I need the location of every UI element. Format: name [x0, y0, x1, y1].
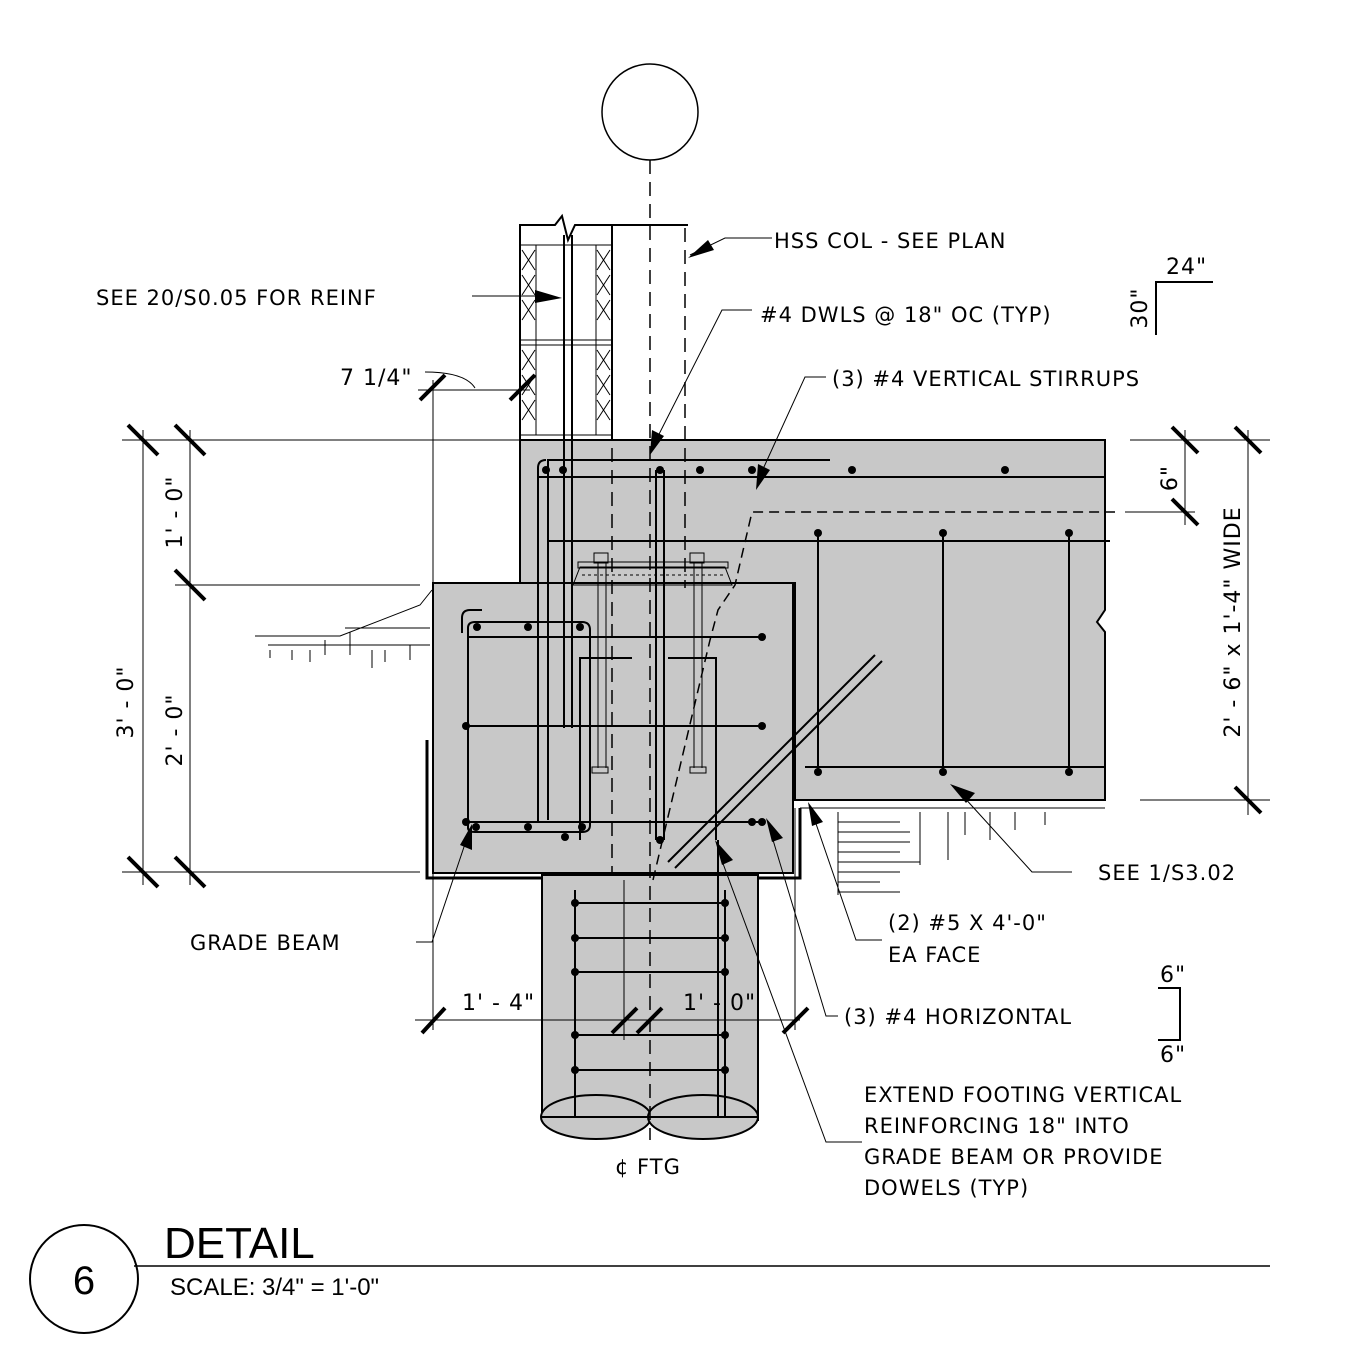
dim-right-width: 1' - 0" [683, 991, 756, 1016]
dim-total-depth: 3' - 0" [114, 665, 139, 738]
concrete-body [425, 439, 1106, 1140]
dimension-lines [122, 281, 1270, 1041]
detail-number: 6 [73, 1259, 95, 1303]
extend-note-line4: DOWELS (TYP) [864, 1176, 1029, 1200]
cap-bottom-line [425, 740, 802, 880]
detail-scale: SCALE: 3/4" = 1'-0" [170, 1274, 379, 1301]
dim-left-width: 1' - 4" [462, 991, 535, 1016]
see-s302-note: SEE 1/S3.02 [1098, 861, 1236, 885]
centerline-footing-label: ¢ FTG [615, 1155, 681, 1179]
dim-lower-depth: 2' - 0" [163, 693, 188, 766]
extend-note-line3: GRADE BEAM OR PROVIDE [864, 1145, 1164, 1169]
hss-column-note: HSS COL - SEE PLAN [774, 229, 1006, 253]
extend-note-line1: EXTEND FOOTING VERTICAL [864, 1083, 1182, 1107]
dowels-note: #4 DWLS @ 18" OC (TYP) [760, 303, 1052, 327]
dim-col-offset: 7 1/4" [340, 366, 413, 391]
dim-slope-rise: 30" [1128, 287, 1153, 328]
horizontal-note: (3) #4 HORIZONTAL [844, 1005, 1072, 1029]
dim-spacing-bottom: 6" [1160, 1043, 1186, 1068]
dim-slope-run: 24" [1166, 255, 1207, 280]
pile-cap-concrete [432, 582, 794, 874]
leader-arrows [460, 240, 975, 865]
see-reinf-note: SEE 20/S0.05 FOR REINF [96, 286, 377, 310]
detail-number-bubble [29, 1224, 139, 1334]
stirrups-note: (3) #4 VERTICAL STIRRUPS [832, 367, 1140, 391]
grade-beam-label: GRADE BEAM [190, 931, 341, 955]
dim-upper-depth: 1' - 0" [163, 475, 188, 548]
base-plate [572, 552, 733, 774]
extend-note-line2: REINFORCING 18" INTO [864, 1114, 1130, 1138]
reinforcing [461, 459, 1115, 1117]
detail-title: DETAIL [164, 1219, 315, 1268]
soil-hatch [255, 589, 1105, 895]
masonry-wall [519, 213, 613, 728]
dim-spacing-top: 6" [1160, 963, 1186, 988]
title-block: 6 DETAIL SCALE: 3/4" = 1'-0" [29, 1219, 1270, 1334]
dim-beam-depth: 6" [1158, 465, 1183, 491]
grid-bubble [601, 63, 699, 161]
bars-5-note-line1: (2) #5 X 4'-0" [888, 911, 1047, 935]
bars-5-note-line2: EA FACE [888, 943, 981, 967]
dim-beam-size: 2' - 6" x 1'-4" WIDE [1221, 506, 1246, 737]
